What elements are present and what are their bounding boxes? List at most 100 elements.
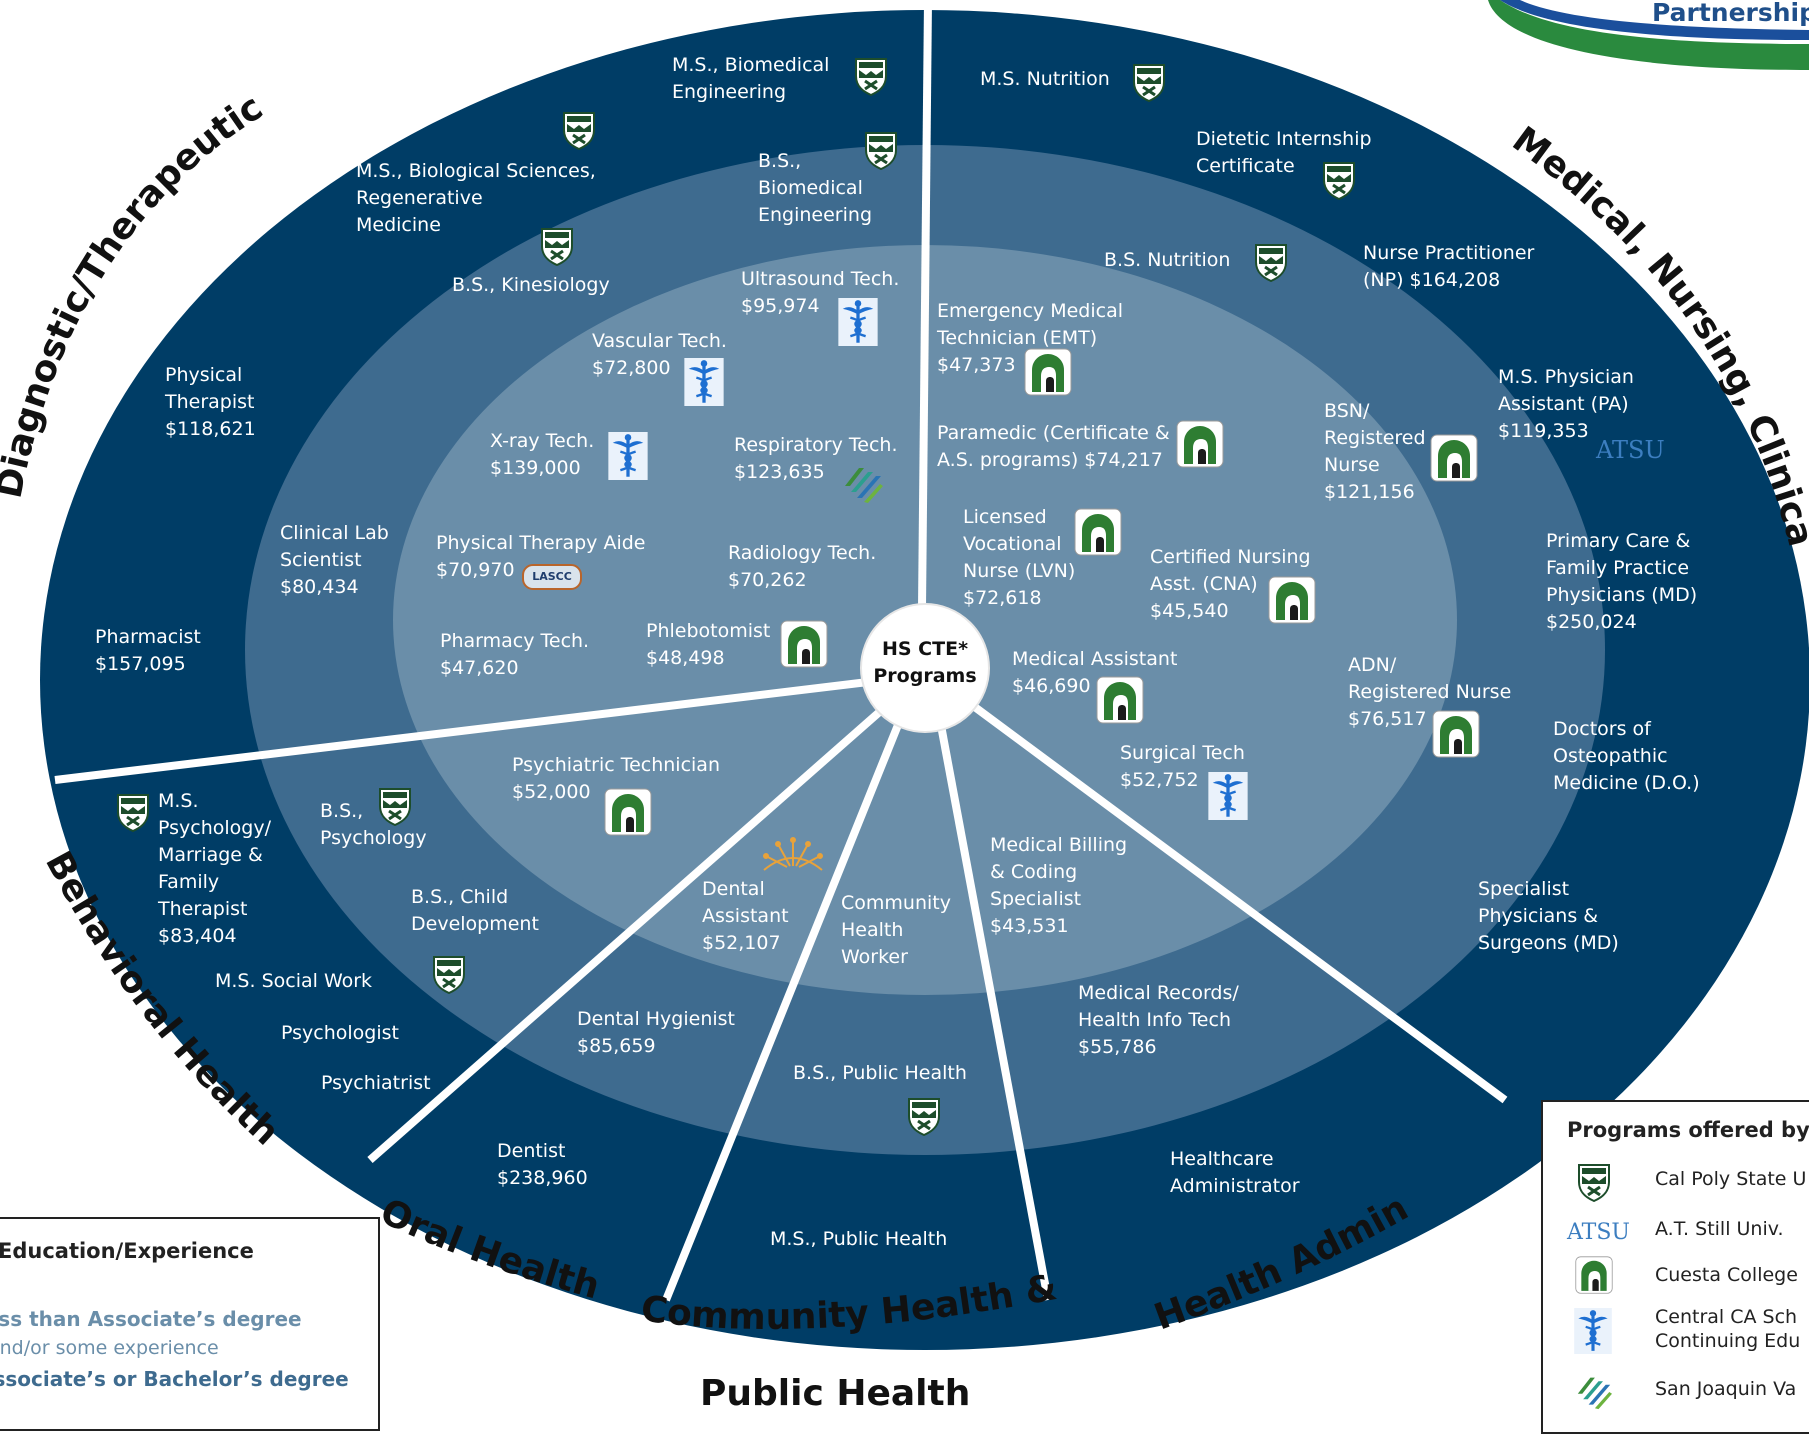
label-xray-tech: X-ray Tech. $139,000 xyxy=(490,430,595,479)
label-lvn: Licensed Vocational Nurse (LVN) $72,618 xyxy=(963,506,1076,609)
divider-left xyxy=(54,678,869,784)
label-dentist: Dentist $238,960 xyxy=(497,1140,588,1189)
label-bs-kinesiology: B.S., Kinesiology xyxy=(452,274,610,296)
legend-education-title: Education/Experience xyxy=(0,1239,254,1263)
label-ms-social-work: M.S. Social Work xyxy=(215,970,373,992)
cal-poly-shield-icon xyxy=(540,226,574,266)
label-community-health-worker: Community Health Worker xyxy=(841,892,951,968)
caduceus-icon xyxy=(680,358,728,406)
cuesta-arch-icon xyxy=(1575,1256,1613,1294)
label-psychiatric-technician: Psychiatric Technician $52,000 xyxy=(512,754,720,803)
cuesta-arch-icon xyxy=(1074,508,1122,556)
cuesta-arch-icon xyxy=(1432,710,1480,758)
divider-bottom-2 xyxy=(936,719,1052,1301)
legend-item-cal-poly: Cal Poly State U xyxy=(1655,1168,1807,1190)
divider-bottom-1 xyxy=(662,718,904,1302)
legend-programs: Programs offered by Cal Poly State U ATS… xyxy=(1541,1100,1809,1434)
cal-poly-shield-icon xyxy=(854,56,888,96)
partnership-swoosh-inner xyxy=(1520,0,1809,30)
label-physical-therapist: Physical Therapist $118,621 xyxy=(165,364,256,440)
cuesta-arch-icon xyxy=(604,788,652,836)
label-cna: Certified Nursing Asst. (CNA) $45,540 xyxy=(1150,546,1311,622)
label-radiology-tech: Radiology Tech. $70,262 xyxy=(728,542,877,591)
sector-title-public-health: Public Health xyxy=(700,1373,970,1414)
cal-poly-shield-icon xyxy=(1577,1162,1611,1202)
label-medical-records: Medical Records/ Health Info Tech $55,78… xyxy=(1078,982,1239,1058)
label-dental-assistant: Dental Assistant $52,107 xyxy=(702,878,789,954)
cal-poly-shield-icon xyxy=(1132,62,1166,102)
caduceus-icon xyxy=(834,298,882,346)
cuesta-arch-icon xyxy=(1268,576,1316,624)
label-paramedic: Paramedic (Certificate & A.S. programs) … xyxy=(937,422,1170,471)
partnership-swoosh-green xyxy=(1488,0,1809,70)
label-medical-assistant: Medical Assistant $46,690 xyxy=(1012,648,1178,697)
sector-dividers xyxy=(54,0,1508,1302)
label-surgical-tech: Surgical Tech $52,752 xyxy=(1120,742,1245,791)
label-bs-biomedical-engineering: B.S., Biomedical Engineering xyxy=(758,150,872,226)
label-psychologist: Psychologist xyxy=(281,1022,399,1044)
label-ms-biological-sciences: M.S., Biological Sciences, Regenerative … xyxy=(356,160,596,236)
atsu-logo: ATSU xyxy=(1567,1220,1630,1245)
cuesta-arch-icon xyxy=(1430,434,1478,482)
partnership-label: Partnership xyxy=(1652,0,1809,27)
divider-top xyxy=(918,0,932,609)
center-line-2: Programs xyxy=(873,665,977,687)
cal-poly-shield-icon xyxy=(864,130,898,170)
lascc-logo: LASCC xyxy=(522,564,582,590)
cal-poly-shield-icon xyxy=(116,792,150,832)
cal-poly-shield-icon xyxy=(1322,160,1356,200)
label-physical-therapy-aide: Physical Therapy Aide $70,970 xyxy=(436,532,646,581)
label-ultrasound-tech: Ultrasound Tech. $95,974 xyxy=(741,268,900,317)
label-ms-public-health: M.S., Public Health xyxy=(770,1228,948,1250)
atsu-logo: ATSU xyxy=(1596,436,1665,464)
label-psychiatrist: Psychiatrist xyxy=(321,1072,431,1094)
label-healthcare-administrator: Healthcare Administrator xyxy=(1170,1148,1300,1197)
legend-item-central-ca-2: Continuing Edu xyxy=(1655,1330,1801,1352)
caduceus-icon xyxy=(1204,772,1252,820)
legend-item-central-ca: Central CA Sch xyxy=(1655,1306,1798,1328)
label-specialist-physicians: Specialist Physicians & Surgeons (MD) xyxy=(1478,878,1619,954)
cuesta-arch-icon xyxy=(780,620,828,668)
center-circle xyxy=(860,603,990,733)
sjv-stripes-icon xyxy=(1575,1374,1613,1410)
cal-poly-shield-icon xyxy=(378,786,412,826)
label-vascular-tech: Vascular Tech. $72,800 xyxy=(592,330,727,379)
label-bs-psychology: B.S., Psychology xyxy=(320,800,427,849)
center-line-1: HS CTE* xyxy=(881,638,969,660)
legend-item-san-joaquin: San Joaquin Va xyxy=(1655,1378,1797,1400)
center-label: HS CTE* Programs xyxy=(865,636,985,690)
label-ms-nutrition: M.S. Nutrition xyxy=(980,68,1110,90)
cuesta-arch-icon xyxy=(1024,348,1072,396)
label-dental-hygienist: Dental Hygienist $85,659 xyxy=(577,1008,736,1057)
cal-poly-shield-icon xyxy=(562,110,596,150)
legend-programs-title: Programs offered by xyxy=(1567,1118,1809,1142)
legend-item-atsu: A.T. Still Univ. xyxy=(1655,1218,1784,1240)
label-medical-billing-coding: Medical Billing & Coding Specialist $43,… xyxy=(990,834,1128,937)
legend-row-some-experience: and/or some experience xyxy=(0,1337,219,1359)
label-bs-child-development: B.S., Child Development xyxy=(411,886,539,935)
cal-poly-shield-icon xyxy=(1254,242,1288,282)
label-adn-registered-nurse: ADN/ Registered Nurse $76,517 xyxy=(1348,654,1512,730)
legend-education: Education/Experience Less than Associate… xyxy=(0,1217,380,1431)
label-primary-care-physicians: Primary Care & Family Practice Physician… xyxy=(1546,530,1698,633)
legend-row-less-than-associate: Less than Associate’s degree xyxy=(0,1307,302,1331)
label-dietetic-internship: Dietetic Internship Certificate xyxy=(1196,128,1372,177)
divider-bottom-right xyxy=(965,698,1508,1104)
legend-row-associate-bachelor: Associate’s or Bachelor’s degree xyxy=(0,1367,349,1391)
label-bsn-registered-nurse: BSN/ Registered Nurse $121,156 xyxy=(1324,400,1426,503)
label-pharmacist: Pharmacist $157,095 xyxy=(95,626,201,675)
label-nurse-practitioner: Nurse Practitioner (NP) $164,208 xyxy=(1363,242,1535,291)
label-respiratory-tech: Respiratory Tech. $123,635 xyxy=(734,434,898,483)
sunburst-icon xyxy=(763,837,823,871)
label-ms-biomedical-engineering: M.S., Biomedical Engineering xyxy=(672,54,830,103)
cuesta-arch-icon xyxy=(1096,676,1144,724)
label-bs-nutrition: B.S. Nutrition xyxy=(1104,249,1231,271)
label-emt: Emergency Medical Technician (EMT) $47,3… xyxy=(937,300,1123,376)
caduceus-icon xyxy=(604,432,652,480)
label-ms-psychology-mft: M.S. Psychology/ Marriage & Family Thera… xyxy=(158,790,271,947)
sjv-stripes-icon xyxy=(842,464,884,504)
legend-item-cuesta: Cuesta College xyxy=(1655,1264,1798,1286)
label-bs-public-health: B.S., Public Health xyxy=(793,1062,967,1084)
cal-poly-shield-icon xyxy=(907,1096,941,1136)
label-clinical-lab-scientist: Clinical Lab Scientist $80,434 xyxy=(280,522,389,598)
